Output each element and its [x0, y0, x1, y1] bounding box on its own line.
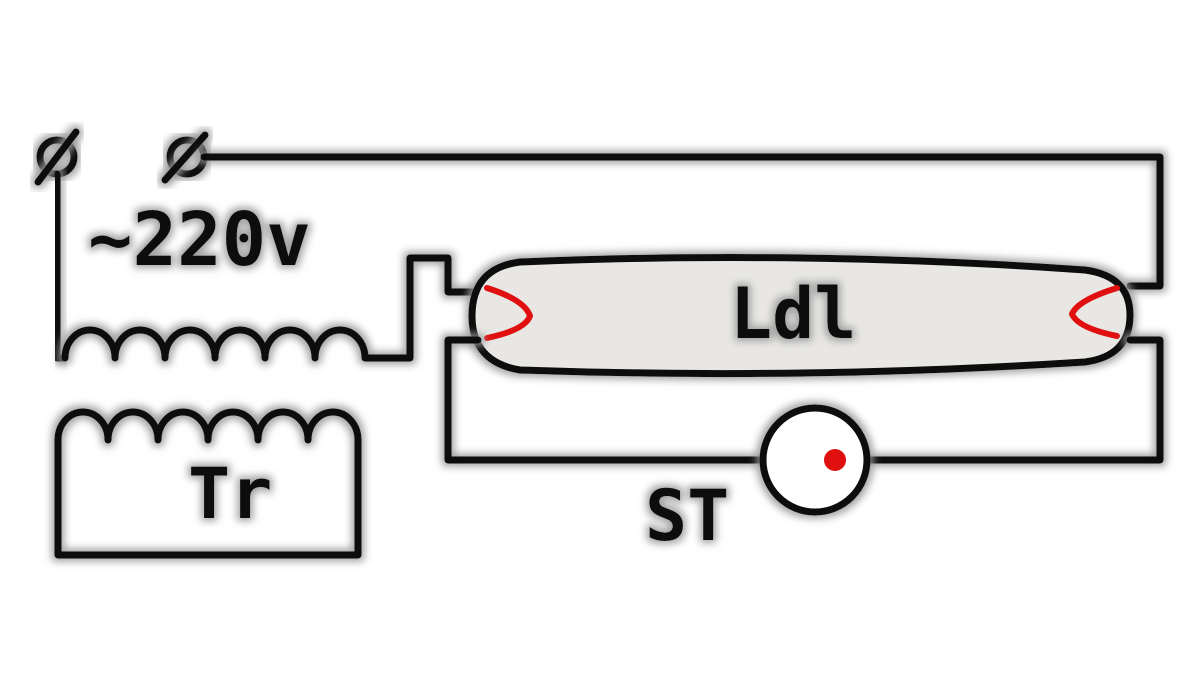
filament-right	[1068, 285, 1120, 339]
starter-label: ST	[645, 475, 729, 557]
starter	[759, 404, 871, 516]
transformer-primary-winding	[61, 254, 482, 362]
voltage-label: ~220v	[88, 197, 311, 283]
lamp-label: Ldl	[730, 273, 856, 355]
starter-contact-dot	[824, 449, 846, 471]
transformer-secondary-winding	[54, 408, 362, 559]
supply-wire-left	[53, 170, 69, 362]
filament-left	[484, 285, 534, 341]
supply-wire-top	[200, 153, 1164, 290]
transformer-label: Tr	[188, 453, 272, 535]
terminal-right	[161, 131, 209, 184]
